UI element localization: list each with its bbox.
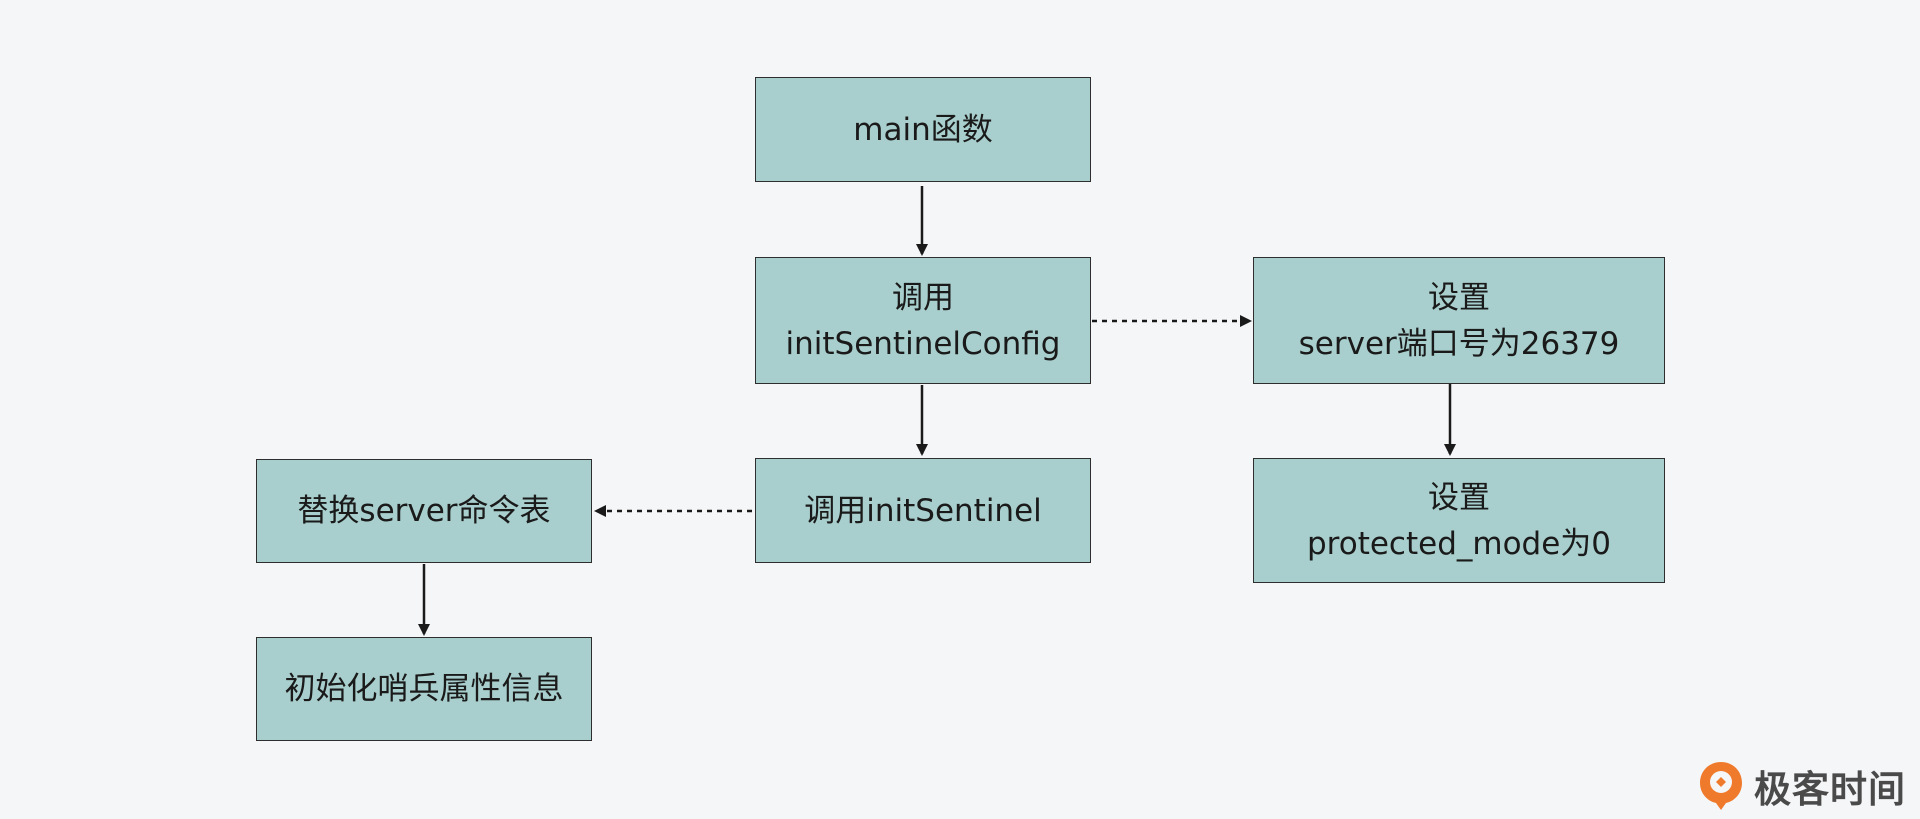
geektime-logo-icon <box>1700 762 1742 810</box>
node-init-sentinel-config-line2: initSentinelConfig <box>785 325 1061 362</box>
node-init-sentinel-config-line1: 调用 <box>892 279 954 316</box>
geektime-logo-text: 极客时间 <box>1754 768 1906 811</box>
node-replace-command-table-label: 替换server命令表 <box>297 493 551 529</box>
node-replace-command-table: 替换server命令表 <box>256 459 592 563</box>
node-set-port: 设置 server端口号为26379 <box>1253 257 1665 384</box>
node-main: main函数 <box>755 77 1091 182</box>
node-init-sentinel-attrs-label: 初始化哨兵属性信息 <box>284 671 564 707</box>
node-init-sentinel-label: 调用initSentinel <box>804 492 1042 529</box>
node-main-label: main函数 <box>853 111 993 148</box>
node-set-port-line2: server端口号为26379 <box>1298 325 1620 362</box>
node-init-sentinel: 调用initSentinel <box>755 458 1091 563</box>
geektime-logo: 极客时间 <box>1698 759 1906 813</box>
node-init-sentinel-attrs: 初始化哨兵属性信息 <box>256 637 592 741</box>
node-set-protected-mode-line2: protected_mode为0 <box>1306 525 1612 562</box>
node-init-sentinel-config: 调用 initSentinelConfig <box>755 257 1091 384</box>
node-set-port-line1: 设置 <box>1428 279 1490 316</box>
node-set-protected-mode: 设置 protected_mode为0 <box>1253 458 1665 583</box>
node-set-protected-mode-line1: 设置 <box>1428 479 1490 516</box>
